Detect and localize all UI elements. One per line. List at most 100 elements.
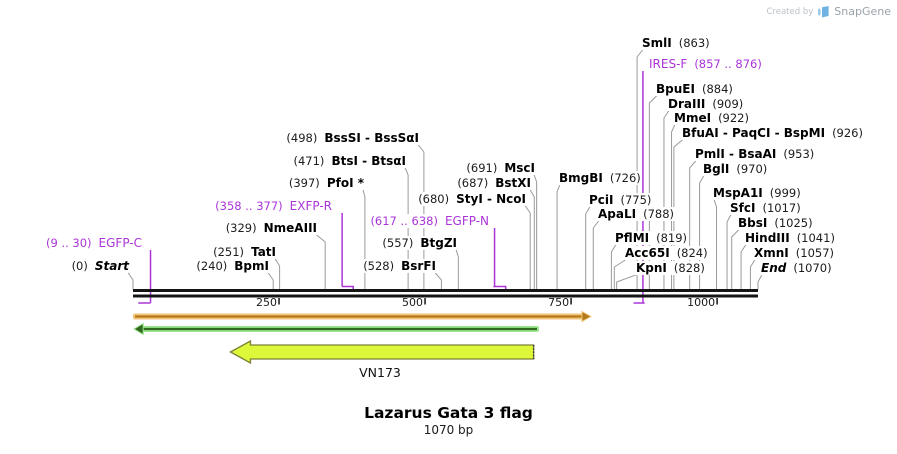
site-position-text: (617 .. 638) xyxy=(370,214,438,228)
ruler-tick-label: 750 xyxy=(548,296,570,309)
enzyme-label-msci[interactable]: (691)MscI xyxy=(465,161,536,175)
enzyme-label-draiii[interactable]: DraIII(909) xyxy=(667,97,745,111)
enzyme-name-text: SfcI xyxy=(730,201,756,215)
primer-annotation-line xyxy=(138,250,152,304)
enzyme-label-mspa1i[interactable]: MspA1I(999) xyxy=(712,186,802,200)
enzyme-label-styi-ncoi[interactable]: (680)StyI - NcoI xyxy=(417,192,527,206)
enzyme-label-nmeaiii[interactable]: (329)NmeAIII xyxy=(224,221,318,235)
site-position-text: (9 .. 30) xyxy=(45,236,92,250)
site-connector-line xyxy=(274,258,281,290)
site-position-text: (824) xyxy=(676,246,708,260)
site-connector-line xyxy=(362,189,366,290)
sequence-line-top[interactable] xyxy=(133,289,758,292)
primer-name-text: EGFP-N xyxy=(444,214,489,228)
enzyme-label-bfuai-paqci-bspmi[interactable]: BfuAI - PaqCI - BspMI(926) xyxy=(681,126,864,140)
enzyme-name-text: BglI xyxy=(703,162,730,176)
feature-label-vn173[interactable]: VN173 xyxy=(359,365,401,380)
site-position-text: (775) xyxy=(620,193,652,207)
enzyme-label-bstxi[interactable]: (687)BstXI xyxy=(456,176,532,190)
site-connector-line xyxy=(610,244,617,290)
site-position-text: (884) xyxy=(701,82,733,96)
enzyme-name-text: PciI xyxy=(589,193,614,207)
enzyme-label-xmni[interactable]: XmnI(1057) xyxy=(753,246,836,260)
site-position-text: (788) xyxy=(643,207,675,221)
enzyme-name-text: BtsI - BtsαI xyxy=(331,154,406,168)
enzyme-label-apali[interactable]: ApaLI(788) xyxy=(597,207,676,221)
enzyme-name-text: BfuAI - PaqCI - BspMI xyxy=(682,126,826,140)
primer-annotation-line xyxy=(341,213,354,290)
enzyme-name-text: Start xyxy=(94,259,129,273)
enzyme-name-text: Acc65I xyxy=(625,246,670,260)
site-connector-line xyxy=(613,259,627,290)
enzyme-label-bsssi-bsss-i[interactable]: (498) BssSI - BssSαI xyxy=(285,131,420,145)
primer-name-text: IRES-F xyxy=(649,57,688,71)
site-position-text: (1070) xyxy=(793,261,832,275)
site-connector-line xyxy=(267,272,274,290)
enzyme-label-hindiii[interactable]: HindIII(1041) xyxy=(744,231,836,245)
enzyme-label-tati[interactable]: (251)TatI xyxy=(212,245,277,259)
enzyme-label-smli[interactable]: SmlI(863) xyxy=(641,36,711,50)
enzyme-name-text: MmeI xyxy=(674,111,712,125)
enzyme-label-pflmi[interactable]: PflMI(819) xyxy=(614,231,689,245)
enzyme-label-acc65i[interactable]: Acc65I (824) xyxy=(624,246,709,260)
enzyme-label-sfci[interactable]: SfcI (1017) xyxy=(729,201,802,215)
map-length: 1070 bp xyxy=(423,423,474,437)
site-connector-line xyxy=(315,234,326,290)
orange-feature-arrowhead xyxy=(581,310,592,323)
enzyme-label-bmgbi[interactable]: BmgBI (726) xyxy=(558,171,642,185)
site-position-text: (1041) xyxy=(796,231,835,245)
enzyme-name-text: KpnI xyxy=(636,261,667,275)
enzyme-label-pcii[interactable]: PciI (775) xyxy=(588,193,653,207)
site-position-text: (819) xyxy=(656,231,688,245)
site-position-text: (498) xyxy=(286,131,318,145)
site-position-text: (1025) xyxy=(774,216,813,230)
enzyme-name-text: MscI xyxy=(504,161,535,175)
primer-annotation-line xyxy=(493,228,507,290)
enzyme-label-bpmi[interactable]: (240) BpmI xyxy=(195,259,270,273)
site-position-text: (726) xyxy=(609,171,641,185)
site-connector-line xyxy=(404,167,409,290)
ruler-tick-label: 500 xyxy=(402,296,424,309)
enzyme-label-kpni[interactable]: KpnI(828) xyxy=(635,261,706,275)
enzyme-label-btgzi[interactable]: (557)BtgZI xyxy=(381,236,458,250)
primer-label-ires-f[interactable]: IRES-F(857 .. 876) xyxy=(648,57,763,71)
enzyme-label-bbsi[interactable]: BbsI (1025) xyxy=(737,216,814,230)
enzyme-label-mmei[interactable]: MmeI(922) xyxy=(673,111,750,125)
enzyme-label-bpuei[interactable]: BpuEI(884) xyxy=(655,82,734,96)
site-connector-line xyxy=(585,206,591,290)
site-position-text: (863) xyxy=(678,36,710,50)
primer-label-exfp-r[interactable]: (358 .. 377)EXFP-R xyxy=(214,199,333,213)
site-connector-line xyxy=(592,220,600,290)
site-connector-line xyxy=(726,214,732,290)
site-connector-line xyxy=(616,274,638,290)
site-position-text: (397) xyxy=(288,176,320,190)
enzyme-name-text: BpmI xyxy=(234,259,269,273)
site-position-text: (1017) xyxy=(762,201,801,215)
site-position-text: (999) xyxy=(769,186,801,200)
enzyme-label-bsrfi[interactable]: (528)BsrFI xyxy=(362,259,437,273)
primer-label-egfp-n[interactable]: (617 .. 638) EGFP-N xyxy=(369,214,490,228)
enzyme-name-text: BbsI xyxy=(738,216,768,230)
enzyme-label-pmli-bsaai[interactable]: PmlI - BsaAI(953) xyxy=(694,147,816,161)
sequence-line-bottom[interactable] xyxy=(133,294,758,298)
site-connector-line xyxy=(127,272,134,290)
enzyme-label-btsi-bts-i[interactable]: (471)BtsI - BtsαI xyxy=(292,154,407,168)
ruler-tick-label: 250 xyxy=(256,296,278,309)
site-connector-line xyxy=(757,274,763,290)
primer-name-text: EGFP-C xyxy=(98,236,142,250)
primer-label-egfp-c[interactable]: (9 .. 30) EGFP-C xyxy=(44,236,143,250)
enzyme-label-end[interactable]: End(1070) xyxy=(760,261,833,275)
site-connector-line xyxy=(731,229,740,290)
enzyme-label-bgli[interactable]: BglI(970) xyxy=(702,162,769,176)
site-connector-line xyxy=(740,244,747,290)
enzyme-label-pfoi[interactable]: (397)PfoI * xyxy=(287,176,365,190)
site-connector-line xyxy=(648,95,658,290)
site-position-text: (557) xyxy=(382,236,414,250)
enzyme-name-text: BmgBI xyxy=(559,171,603,185)
site-position-text: (528) xyxy=(363,259,395,273)
enzyme-label-start[interactable]: (0)Start xyxy=(70,259,130,273)
site-position-text: (953) xyxy=(783,147,815,161)
site-position-text: (240) xyxy=(196,259,228,273)
enzyme-name-text: BssSI - BssSαI xyxy=(324,131,419,145)
